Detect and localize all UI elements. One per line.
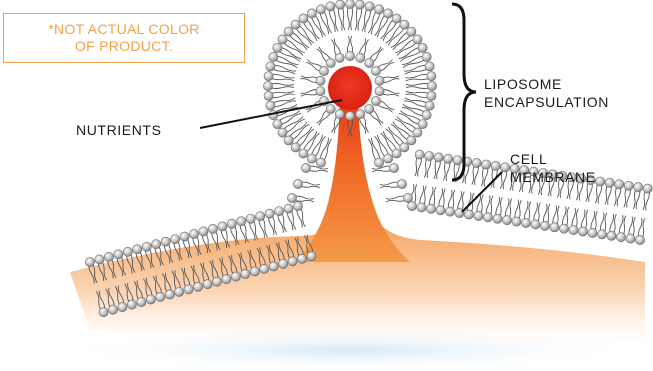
liposome-bracket: [452, 4, 476, 180]
nutrient-core: [328, 66, 372, 110]
cell-membrane-label: CELL MEMBRANE: [510, 150, 596, 186]
disclaimer-line-1: *NOT ACTUAL COLOR: [4, 21, 244, 38]
membrane-label-line-1: CELL: [510, 150, 596, 168]
nutrients-label: NUTRIENTS: [76, 121, 162, 139]
liposome-label-line-2: ENCAPSULATION: [484, 93, 609, 111]
disclaimer-line-2: OF PRODUCT.: [4, 38, 244, 55]
nutrients-label-text: NUTRIENTS: [76, 121, 162, 139]
liposome-label-line-1: LIPOSOME: [484, 75, 609, 93]
membrane-label-line-2: MEMBRANE: [510, 168, 596, 186]
color-disclaimer-box: *NOT ACTUAL COLOR OF PRODUCT.: [3, 13, 245, 63]
liposome-encapsulation-label: LIPOSOME ENCAPSULATION: [484, 75, 609, 111]
